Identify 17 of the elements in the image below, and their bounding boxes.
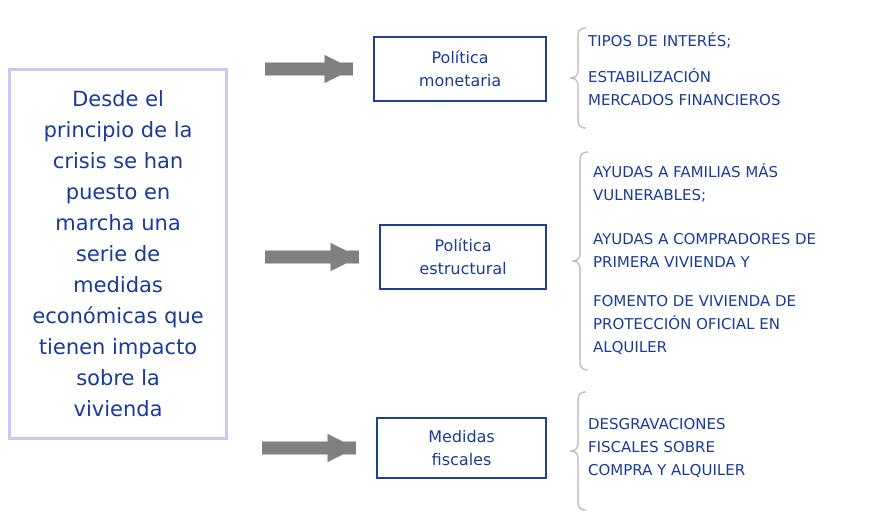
arrow xyxy=(262,434,356,462)
box-text: Medidas fiscales xyxy=(427,426,496,471)
measure-text: AYUDAS A COMPRADORES DE PRIMERA VIVIENDA Y xyxy=(593,229,818,273)
arrow xyxy=(265,242,359,272)
box-text: Política estructural xyxy=(418,235,508,280)
policy-box xyxy=(373,36,547,102)
measure-text: TIPOS DE INTERÉS; xyxy=(588,31,732,52)
measure-text: ESTABILIZACIÓN MERCADOS FINANCIEROS xyxy=(588,67,782,111)
measure-text: AYUDAS A FAMILIAS MÁS VULNERABLES; xyxy=(593,162,780,206)
policy-box xyxy=(379,224,547,290)
measure-text: FOMENTO DE VIVIENDA DE PROTECCIÓN OFICIAL EN ALQUILER xyxy=(593,291,798,358)
arrow xyxy=(265,54,353,84)
box-text: Política monetaria xyxy=(418,47,502,92)
policy-box xyxy=(376,417,547,479)
measure-text: DESGRAVACIONES FISCALES SOBRE COMPRA Y ALQUILER xyxy=(588,414,746,481)
box-text: Desde el principio de la crisis se han puesto en marcha una serie de medidas económicas que tienen impacto sobre la vivienda xyxy=(31,86,205,422)
text-panel xyxy=(8,68,228,440)
